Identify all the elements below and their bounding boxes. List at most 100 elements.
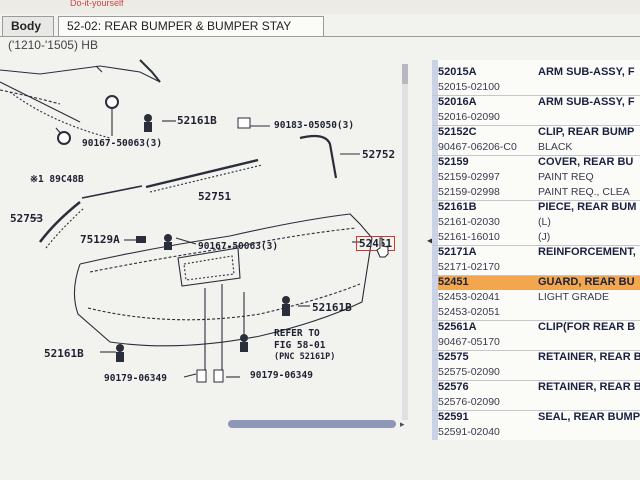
part-number-row[interactable]: 52575-02090 [432,365,640,380]
part-number-row[interactable]: 52591-02040 [432,425,640,440]
part-number: 52451 [438,276,469,288]
top-hint: Do-it-yourself [70,0,124,8]
part-number-row[interactable]: 52171-02170 [432,260,640,275]
part-number: 52591-02040 [438,426,500,438]
part-number: 90467-06206-C0 [438,141,517,153]
part-number: 52016A [438,96,477,108]
part-number: 52171A [438,246,477,258]
row-divider [432,95,640,96]
part-number: 52161B [438,201,477,213]
part-number: 52152C [438,126,477,138]
part-number: 52575-02090 [438,366,500,378]
refer-line-2[interactable]: FIG 58-01 [274,340,326,351]
part-number: 52015A [438,66,477,78]
part-number: 52576 [438,381,469,393]
callout-52161b-top[interactable]: 52161B [177,114,217,127]
parts-list-scroll-track[interactable] [432,60,438,440]
callout-90167-mid[interactable]: 90167-50063(3) [198,241,279,252]
tab-rear-bumper[interactable]: 52-02: REAR BUMPER & BUMPER STAY [58,16,324,36]
parts-diagram[interactable]: 52161B 90183-05050(3) 90167-50063(3) 527… [0,52,420,432]
part-description: LIGHT GRADE [538,291,609,303]
callout-52753[interactable]: 52753 [10,212,44,225]
pane-collapse-arrow-icon[interactable]: ◀ [427,236,434,245]
row-divider [432,125,640,126]
part-description: PAINT REQ [538,171,594,183]
row-divider [432,200,640,201]
part-number: 52015-02100 [438,81,500,93]
part-number-row[interactable]: 90467-05170 [432,335,640,350]
part-number: 52453-02051 [438,306,500,318]
model-years: ('1210-'1505) HB [8,38,98,52]
part-group-row[interactable]: 52015A ARM SUB-ASSY, F [432,65,640,80]
part-number: 52575 [438,351,469,363]
part-number-row[interactable]: 52161-02030 (L) [432,215,640,230]
part-group-row[interactable]: 52575 RETAINER, REAR B [432,350,640,365]
part-description: SEAL, REAR BUMP [538,411,640,423]
part-number-row[interactable]: 52453-02051 [432,305,640,320]
callout-52751[interactable]: 52751 [198,190,232,203]
part-group-row[interactable]: 52152C CLIP, REAR BUMP [432,125,640,140]
part-description: ARM SUB-ASSY, F [538,66,635,78]
part-description: BLACK [538,141,573,153]
callout-90179-right[interactable]: 90179-06349 [250,370,313,381]
row-divider [432,155,640,156]
hand-pointer-icon [376,237,389,258]
part-description: CLIP(FOR REAR B [538,321,636,333]
part-number: 52161-02030 [438,216,500,228]
part-number-row[interactable]: 52453-02041 LIGHT GRADE [432,290,640,305]
part-description: PIECE, REAR BUM [538,201,637,213]
top-bar: Do-it-yourself [0,0,640,14]
diagram-vertical-scrollbar[interactable] [402,64,408,420]
part-number: 52453-02041 [438,291,500,303]
part-number: 52159-02998 [438,186,500,198]
callout-52161b-low[interactable]: 52161B [44,347,84,360]
part-number: 52561A [438,321,477,333]
part-description: CLIP, REAR BUMP [538,126,635,138]
refer-line-3: (PNC 52161P) [274,352,336,362]
part-number-row[interactable]: 52016-02090 [432,110,640,125]
row-divider [432,245,640,246]
part-number-row[interactable]: 52161-16010(J) [432,230,640,245]
part-number-row[interactable]: 52576-02090 [432,395,640,410]
diagram-drawing [0,59,373,383]
callout-90183[interactable]: 90183-05050(3) [274,120,355,131]
row-divider [432,275,640,276]
callout-90167-top[interactable]: 90167-50063(3) [82,138,163,149]
part-number: 52159 [438,156,469,168]
part-number: 52576-02090 [438,396,500,408]
diagram-vertical-thumb[interactable] [402,64,408,84]
callout-52161b-mid[interactable]: 52161B [312,301,352,314]
part-number: 52016-02090 [438,111,500,123]
part-number-row[interactable]: 52015-02100 [432,80,640,95]
callout-75129a[interactable]: 75129A [80,233,120,246]
part-number: 90467-05170 [438,336,500,348]
scroll-right-arrow-icon[interactable]: ▸ [400,419,405,429]
callout-52752[interactable]: 52752 [362,148,396,161]
part-number: 52171-02170 [438,261,500,273]
part-number-row[interactable]: 90467-06206-C0 BLACK [432,140,640,155]
tab-body[interactable]: Body [2,16,54,36]
part-group-row[interactable]: 52161B PIECE, REAR BUM [432,200,640,215]
tab-divider [0,36,640,37]
part-group-row[interactable]: 52159 COVER, REAR BU [432,155,640,170]
part-description: COVER, REAR BU [538,156,634,168]
callout-90179-left[interactable]: 90179-06349 [104,373,167,384]
row-divider [432,380,640,381]
part-number: 52591 [438,411,469,423]
part-group-row[interactable]: 52591 SEAL, REAR BUMP [432,410,640,425]
diagram-horizontal-scrollbar[interactable] [228,420,396,428]
callout-89c48b[interactable]: ※1 89C48B [30,174,84,185]
part-description: RETAINER, REAR B [538,351,640,363]
part-description: (L) [538,216,551,228]
row-divider [432,320,640,321]
part-group-row[interactable]: 52561A CLIP(FOR REAR B [432,320,640,335]
refer-line-1: REFER TO [274,328,320,339]
part-description: (J) [538,231,551,243]
